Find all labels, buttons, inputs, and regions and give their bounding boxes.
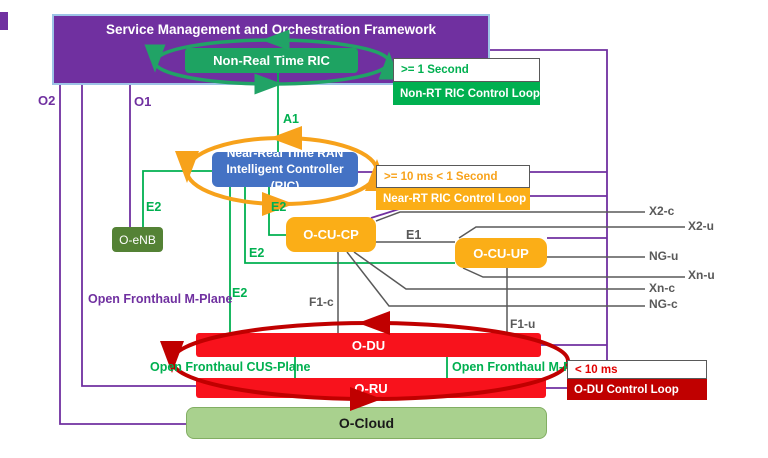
o-cu-cp-box: O-CU-CP (286, 217, 376, 252)
x2-c-line (375, 211, 645, 222)
cus-plane-label: Open Fronthaul CUS-Plane (150, 360, 311, 374)
f1-c-label: F1-c (309, 295, 334, 309)
gray-interface-lines (337, 211, 685, 333)
near-rt-ric-box: Near-Real Time RAN Intelligent Controlle… (212, 146, 358, 193)
smo-m-plane-label: Open Fronthaul M-Plane (88, 292, 233, 306)
o-du-legend: < 10 ms O-DU Control Loop (567, 360, 707, 400)
e1-label: E1 (406, 228, 422, 242)
near-rt-legend-timing: >= 10 ms < 1 Second (376, 165, 530, 188)
non-rt-legend-label: Non-RT RIC Control Loop (393, 82, 540, 105)
xn-c-label: Xn-c (649, 281, 676, 295)
o-cloud-box: O-Cloud (186, 407, 547, 439)
non-rt-ric-box: Non-Real Time RIC (185, 48, 358, 73)
xn-u-label: Xn-u (688, 268, 715, 282)
near-rt-control-loop-ellipse (175, 126, 389, 216)
non-rt-control-loop-ellipse (144, 29, 400, 95)
o2-line (59, 85, 186, 425)
e2-line-cu-up (244, 187, 455, 264)
o-du-legend-timing: < 10 ms (567, 360, 707, 379)
x2-u-label: X2-u (688, 219, 715, 233)
f1-u-label: F1-u (510, 317, 536, 331)
near-rt-legend: >= 10 ms < 1 Second Near-RT RIC Control … (376, 165, 530, 210)
x2-u-line (458, 226, 685, 239)
xn-u-line (462, 267, 685, 278)
o-enb-box: O-eNB (112, 227, 163, 252)
non-rt-legend-timing: >= 1 Second (393, 58, 540, 82)
o-du-legend-label: O-DU Control Loop (567, 379, 707, 400)
e2-label-cu-cp: E2 (271, 200, 287, 214)
a1-label: A1 (283, 112, 299, 126)
e2-label-cu-up: E2 (249, 246, 265, 260)
o1-trunk-line (490, 49, 608, 388)
o1-label: O1 (134, 94, 152, 109)
o-cu-up-box: O-CU-UP (455, 238, 547, 268)
smo-title: Service Management and Orchestration Fra… (105, 22, 437, 37)
smo-m-plane-line (81, 85, 196, 387)
ng-u-label: NG-u (649, 249, 679, 263)
ng-c-line (346, 251, 645, 307)
clipped-edge-shape (0, 12, 8, 30)
ng-c-label: NG-c (649, 297, 678, 311)
o2-label: O2 (38, 93, 56, 108)
near-rt-legend-label: Near-RT RIC Control Loop (376, 188, 530, 210)
o-du-box: O-DU (196, 333, 541, 357)
non-rt-legend: >= 1 Second Non-RT RIC Control Loop (393, 58, 540, 105)
fh-m-plane-label: Open Fronthaul M-Plane (452, 360, 597, 374)
xn-c-line (353, 251, 645, 290)
e2-label-o-du: E2 (232, 286, 248, 300)
near-rt-ric-line1: Near-Real Time RAN (226, 146, 344, 161)
o-du-control-loop-ellipse (160, 311, 570, 411)
e2-label-oenb: E2 (146, 200, 162, 214)
near-rt-ric-line2: Intelligent Controller (RIC) (226, 162, 344, 193)
x2-c-label: X2-c (649, 204, 675, 218)
